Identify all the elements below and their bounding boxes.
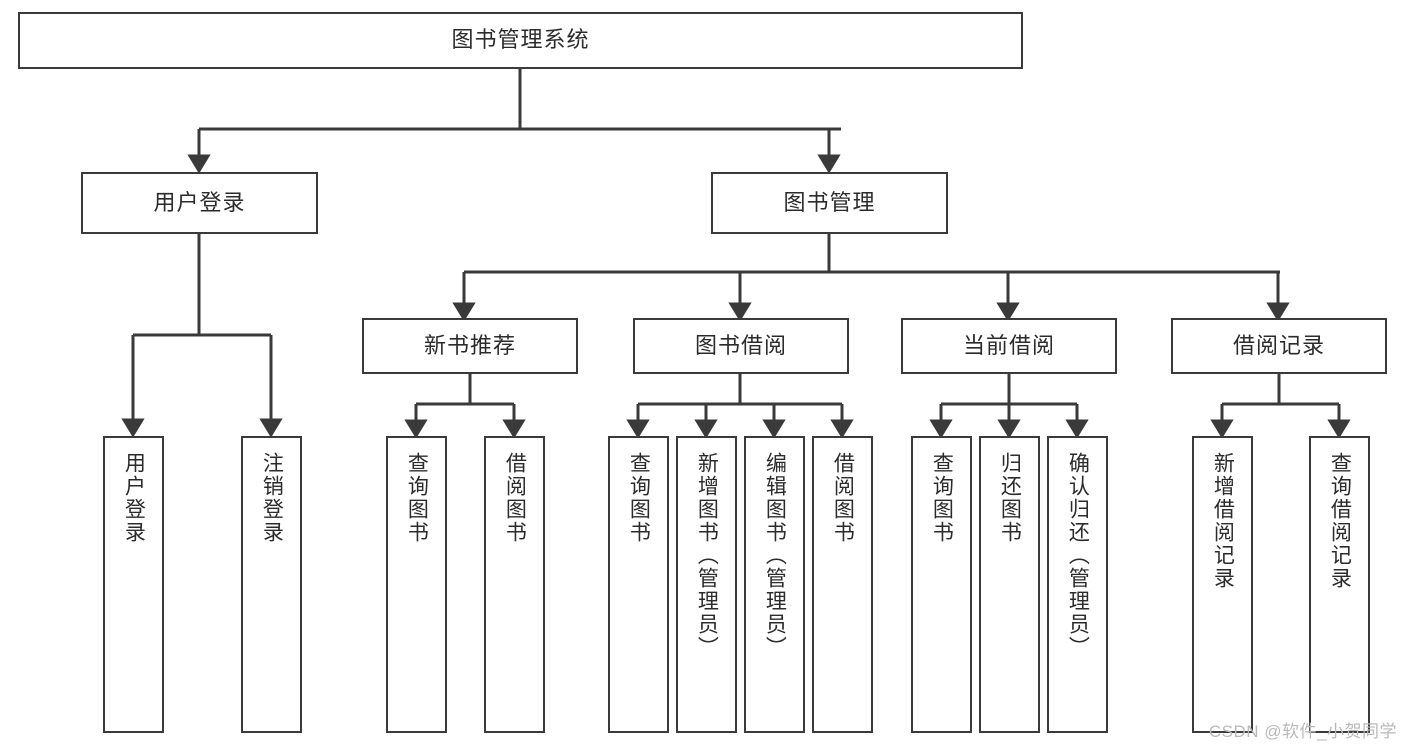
node-book-borrow[interactable]: 图书借阅 [633,318,849,374]
node-leaf-borrow-book-1[interactable]: 借阅图书 [484,436,545,733]
node-leaf-add-book-label: 新增图书（管理员） [695,452,719,659]
node-leaf-edit-book-label: 编辑图书（管理员） [763,452,787,659]
node-leaf-user-login-label: 用户登录 [122,452,146,544]
node-leaf-confirm-return[interactable]: 确认归还（管理员） [1047,436,1108,733]
node-borrow-record-label: 借阅记录 [1232,332,1325,358]
node-current-borrow[interactable]: 当前借阅 [901,318,1117,374]
node-user-login-label: 用户登录 [153,189,246,215]
node-leaf-query-book-2[interactable]: 查询图书 [608,436,669,733]
node-borrow-record[interactable]: 借阅记录 [1171,318,1387,374]
node-leaf-query-record[interactable]: 查询借阅记录 [1309,436,1370,733]
node-new-book-recommend-label: 新书推荐 [423,332,516,358]
node-book-manage[interactable]: 图书管理 [711,172,948,234]
node-new-book-recommend[interactable]: 新书推荐 [362,318,578,374]
node-current-borrow-label: 当前借阅 [962,332,1055,358]
node-leaf-return-book[interactable]: 归还图书 [979,436,1040,733]
node-leaf-query-book-1-label: 查询图书 [405,452,429,544]
node-leaf-query-book-3-label: 查询图书 [930,452,954,544]
watermark: CSDN @软件_小贺同学 [1208,722,1397,741]
node-leaf-query-record-label: 查询借阅记录 [1328,452,1352,590]
node-leaf-query-book-2-label: 查询图书 [627,452,651,544]
node-leaf-user-login[interactable]: 用户登录 [103,436,164,733]
node-leaf-query-book-1[interactable]: 查询图书 [386,436,447,733]
node-leaf-borrow-book-2-label: 借阅图书 [831,452,855,544]
node-leaf-borrow-book-1-label: 借阅图书 [503,452,527,544]
node-leaf-borrow-book-2[interactable]: 借阅图书 [812,436,873,733]
node-leaf-add-book[interactable]: 新增图书（管理员） [676,436,737,733]
node-root-label: 图书管理系统 [451,27,590,53]
node-leaf-logout-login[interactable]: 注销登录 [241,436,302,733]
node-user-login[interactable]: 用户登录 [81,172,318,234]
node-leaf-query-book-3[interactable]: 查询图书 [911,436,972,733]
node-book-borrow-label: 图书借阅 [694,332,787,358]
node-book-manage-label: 图书管理 [783,189,876,215]
node-leaf-confirm-return-label: 确认归还（管理员） [1066,452,1090,659]
node-leaf-return-book-label: 归还图书 [998,452,1022,544]
node-leaf-add-record-label: 新增借阅记录 [1211,452,1235,590]
node-root[interactable]: 图书管理系统 [18,12,1023,69]
node-leaf-add-record[interactable]: 新增借阅记录 [1192,436,1253,733]
node-leaf-logout-login-label: 注销登录 [260,452,284,544]
node-leaf-edit-book[interactable]: 编辑图书（管理员） [744,436,805,733]
